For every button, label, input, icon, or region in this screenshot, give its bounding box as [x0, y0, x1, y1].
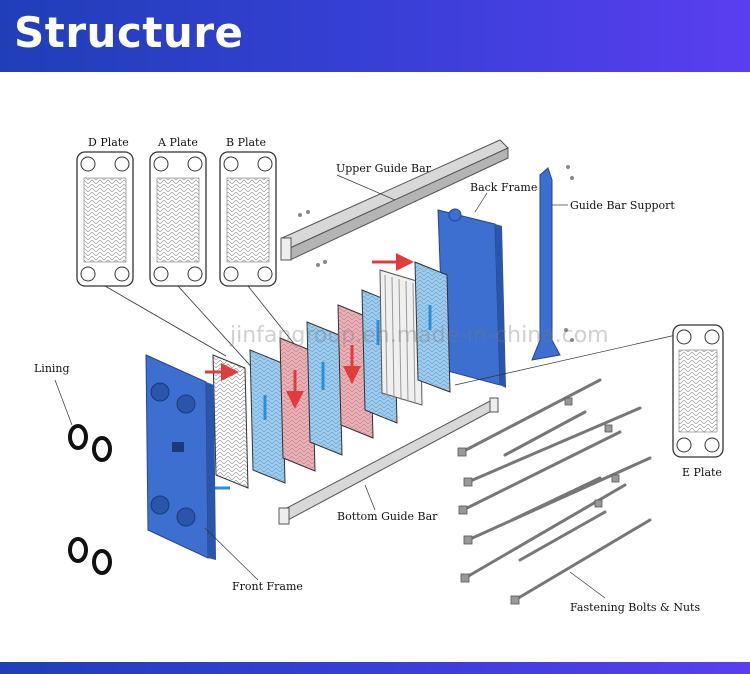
- bottom-guide-bar: [278, 397, 499, 525]
- b-plate-label: B Plate: [226, 136, 266, 149]
- e-plate-label: E Plate: [682, 466, 722, 479]
- a-plate-label: A Plate: [158, 136, 198, 149]
- pack-plate-1: [212, 354, 249, 489]
- guide-bar-support-label: Guide Bar Support: [570, 199, 675, 212]
- plate-pack: [205, 253, 451, 490]
- fastening-bolts-label: Fastening Bolts & Nuts: [570, 601, 701, 614]
- pack-plate-last: [414, 261, 451, 393]
- back-frame: [437, 208, 506, 388]
- e-plate-leader: [454, 334, 677, 386]
- front-frame-leader: [204, 527, 259, 581]
- watermark: jinfangroup.en.made-in-china.com: [230, 323, 609, 348]
- bottom-guide-bar-label: Bottom Guide Bar: [337, 510, 438, 523]
- upper-guide-bar-label: Upper Guide Bar: [336, 162, 431, 175]
- bolt-nuts: [457, 397, 620, 605]
- page-title: Structure: [14, 8, 244, 57]
- upper-guide-bar: [280, 139, 509, 267]
- lining: [68, 424, 112, 575]
- pack-plate-2: [249, 349, 286, 484]
- pack-stack: [379, 269, 423, 406]
- back-frame-label: Back Frame: [470, 181, 538, 194]
- guide-bar-support: [531, 165, 574, 361]
- e-plate: [672, 324, 724, 458]
- b-plate: [219, 151, 277, 287]
- front-frame: [145, 354, 216, 560]
- front-frame-label: Front Frame: [232, 580, 303, 593]
- d-plate: [76, 151, 134, 287]
- lining-leader: [54, 379, 73, 426]
- footer-bar: [0, 662, 750, 674]
- fastening-bolts: [460, 378, 652, 602]
- lining-label: Lining: [34, 362, 70, 375]
- d-plate-label: D Plate: [88, 136, 129, 149]
- a-plate-leader: [177, 285, 257, 373]
- bolts-leader: [569, 571, 606, 599]
- d-plate-leader: [104, 285, 227, 357]
- upper-bar-leader: [336, 174, 396, 201]
- bottom-bar-leader: [364, 484, 376, 511]
- back-frame-leader: [474, 192, 488, 213]
- header-banner: Structure: [0, 0, 750, 72]
- a-plate: [149, 151, 207, 287]
- b-plate-leader: [247, 285, 296, 346]
